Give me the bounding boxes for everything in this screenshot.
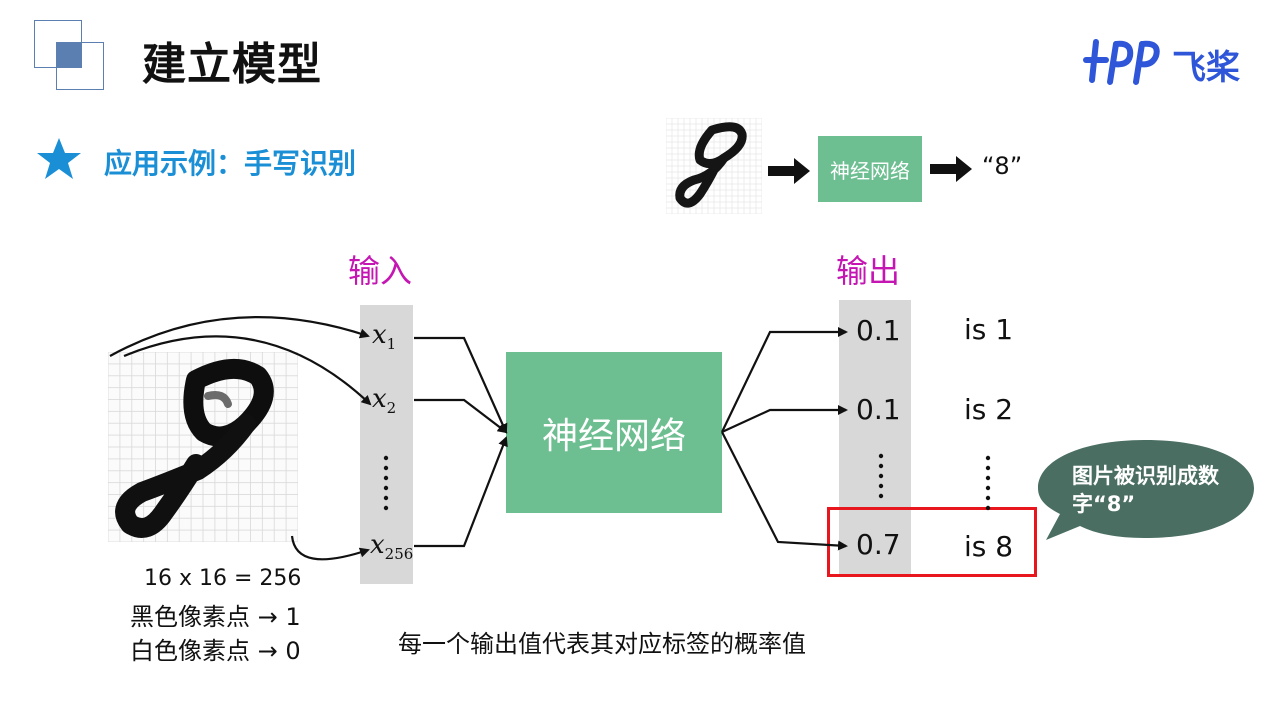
output-label: is 1 [964, 313, 1014, 346]
output-value: 0.7 [856, 528, 901, 561]
footer-note: 每一个输出值代表其对应标签的概率值 [398, 630, 806, 658]
input-x256: x256 [370, 530, 414, 564]
star-icon [37, 138, 81, 179]
mini-network-box: 神经网络 [818, 136, 922, 202]
pixel-rules: 黑色像素点 → 1 白色像素点 → 0 [130, 600, 301, 668]
output-column [839, 300, 911, 576]
dimension-caption: 16 x 16 = 256 [144, 566, 302, 591]
output-value: 0.1 [856, 393, 901, 426]
speech-bubble-icon [1038, 440, 1254, 540]
input-heading: 输入 [348, 252, 413, 290]
logo-text: 飞桨 [1172, 48, 1240, 88]
arrow-right-icon [930, 156, 972, 182]
callout-text: 图片被识别成数字“8” [1072, 464, 1219, 516]
page-title: 建立模型 [142, 39, 322, 90]
input-x2: x2 [372, 384, 397, 418]
paddle-logo-icon [1083, 39, 1160, 85]
output-value: 0.1 [856, 314, 901, 347]
output-heading: 输出 [836, 252, 901, 290]
output-label: is 2 [964, 393, 1014, 426]
prediction-highlight [827, 507, 1037, 577]
white-pixel-rule: 白色像素点 → 0 [130, 637, 301, 665]
subtitle: 应用示例：手写识别 [104, 147, 357, 180]
black-pixel-rule: 黑色像素点 → 1 [130, 603, 301, 631]
arrow-right-icon [768, 158, 810, 184]
input-column [360, 305, 413, 584]
digit-image [108, 352, 298, 542]
output-label: is 8 [964, 530, 1014, 563]
neural-network-box: 神经网络 [506, 352, 722, 513]
mini-digit-image [666, 118, 762, 214]
mini-result: “8” [982, 152, 1023, 180]
title-decoration [34, 20, 104, 90]
input-x1: x1 [372, 320, 397, 354]
